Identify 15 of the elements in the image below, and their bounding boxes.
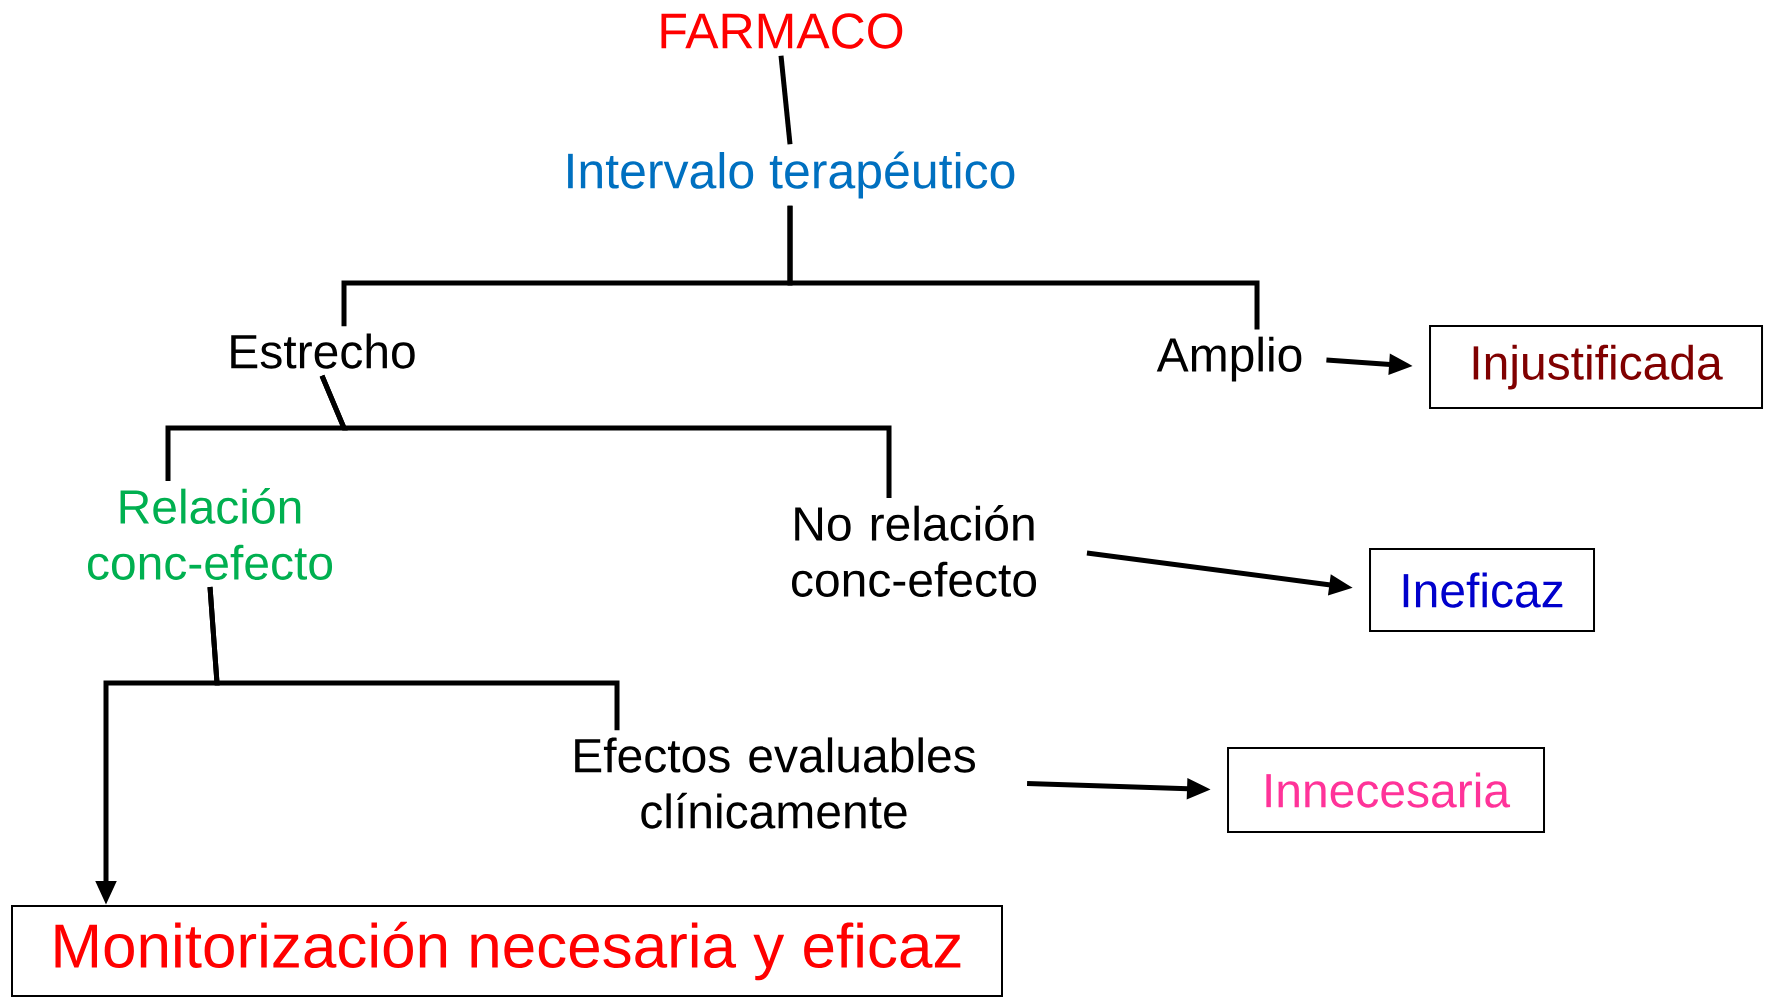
result-box: Injustificada: [1429, 325, 1763, 409]
node-text: Amplio: [1156, 336, 1302, 382]
result-box: Monitorización necesaria y eficaz: [11, 905, 1003, 997]
connector-line: [778, 55, 793, 145]
node-text: Estrecho: [231, 333, 415, 369]
node-text: No relación conc-efecto: [792, 505, 1037, 597]
node-text: Efectos evaluables clínicamente: [575, 737, 975, 829]
node-text: Intervalo terapéutico: [568, 151, 1015, 199]
connector-line: [207, 586, 620, 731]
result-box: Ineficaz: [1369, 548, 1595, 632]
result-box: Innecesaria: [1227, 747, 1545, 833]
connector-line: [787, 205, 1260, 330]
connector-line: [319, 374, 892, 499]
node-text: Relación conc-efecto: [88, 488, 333, 580]
title-text: FARMACO: [661, 13, 903, 49]
